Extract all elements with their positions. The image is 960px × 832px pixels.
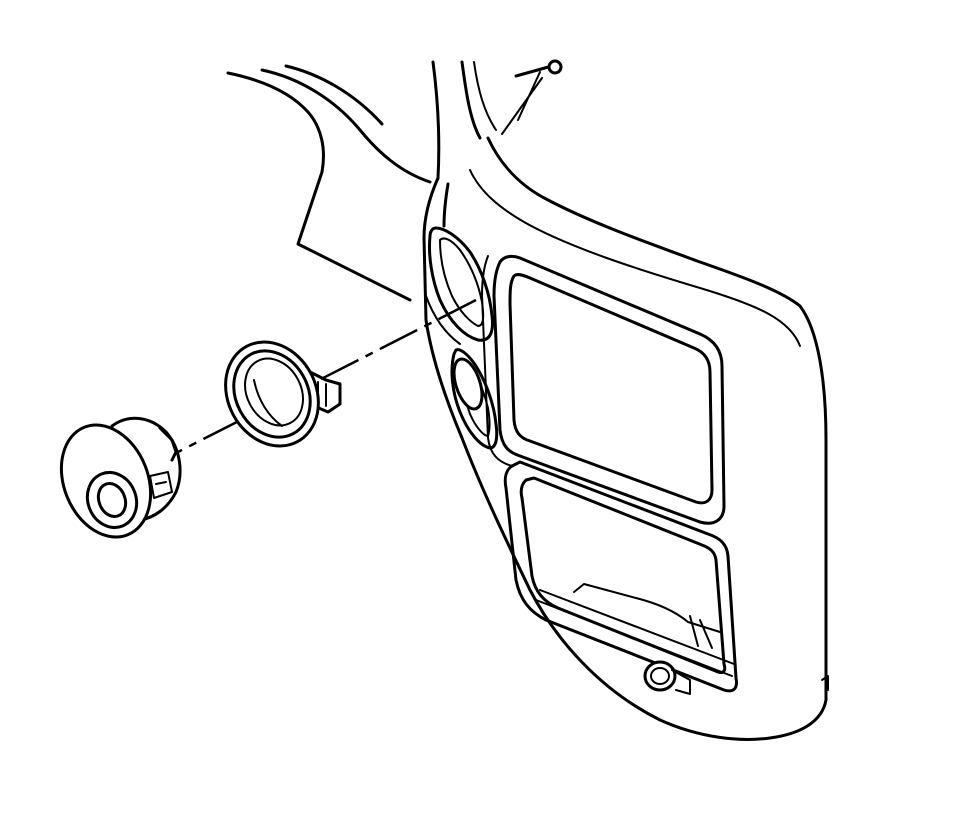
bezel-ring: [224, 340, 342, 448]
dashboard-upper-outline: [226, 59, 563, 302]
instrument-panel-trim: [422, 136, 829, 741]
knob: [59, 416, 182, 539]
alignment-line: [177, 298, 477, 454]
